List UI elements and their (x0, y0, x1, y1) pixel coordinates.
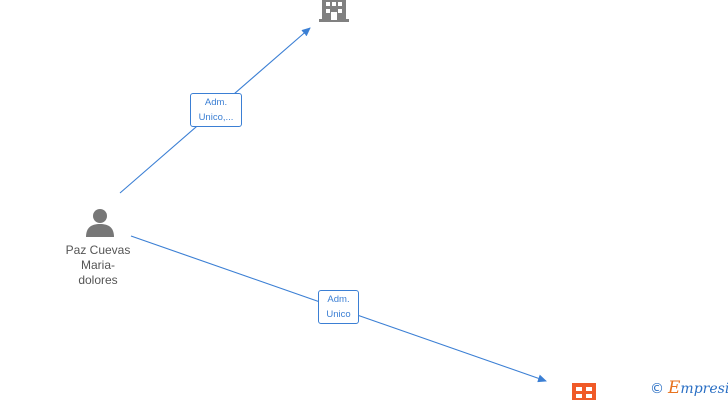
brand-initial: E (668, 378, 681, 398)
person-icon[interactable] (85, 207, 115, 237)
edge-label-line: Adm. (327, 294, 350, 305)
copyright-symbol: © (650, 381, 664, 397)
edge-label-line: Adm. (204, 97, 228, 108)
empresia-watermark: ©Empresia (650, 378, 728, 399)
edge-label-line: Unico (326, 309, 351, 320)
company-grid-icon[interactable] (572, 383, 596, 400)
person-name[interactable]: Paz Cuevas Maria- dolores (52, 243, 144, 288)
building-icon[interactable] (318, 0, 350, 22)
edge-label-bottom[interactable]: Adm. Unico (318, 290, 359, 324)
edge-label-line: Unico,... (198, 112, 234, 123)
edge-label-top[interactable]: Adm. Unico,... (190, 93, 242, 127)
brand-name: mpresia (680, 381, 728, 397)
person-name-line: Paz Cuevas (65, 243, 131, 257)
person-name-line: Maria- (80, 258, 115, 272)
person-name-line: dolores (78, 273, 118, 287)
